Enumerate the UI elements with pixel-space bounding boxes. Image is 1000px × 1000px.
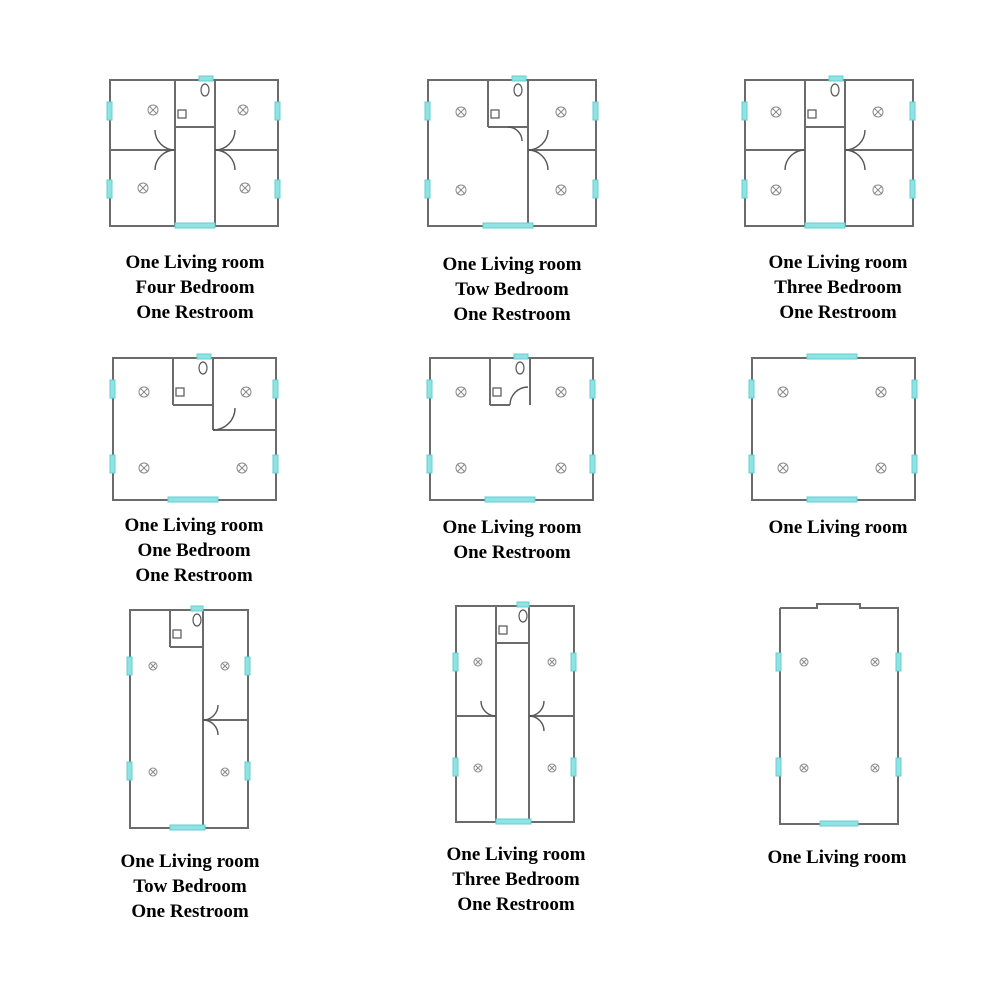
caption-two-bedroom: One Living room Tow Bedroom One Restroom bbox=[412, 252, 612, 327]
caption-line: One Bedroom bbox=[137, 540, 251, 561]
caption-line: One Restroom bbox=[779, 302, 897, 323]
floor-plan-two-bedroom bbox=[423, 72, 603, 232]
caption-four-bedroom: One Living room Four Bedroom One Restroo… bbox=[95, 250, 295, 325]
caption-line: One Living room bbox=[446, 844, 586, 865]
caption-line: One Living room bbox=[442, 254, 582, 275]
floor-plan-two-bedroom-tall bbox=[125, 602, 255, 837]
caption-line: One Living room bbox=[442, 517, 582, 538]
caption-three-bedroom: One Living room Three Bedroom One Restro… bbox=[738, 250, 938, 325]
floor-plan-one-bedroom bbox=[108, 350, 283, 510]
floor-plan-three-bedroom bbox=[740, 72, 920, 232]
caption-line: One Restroom bbox=[136, 302, 254, 323]
floor-plan-living-restroom bbox=[425, 350, 600, 510]
caption-line: One Restroom bbox=[453, 304, 571, 325]
caption-living-restroom: One Living room One Restroom bbox=[412, 515, 612, 565]
caption-two-bedroom-tall: One Living room Tow Bedroom One Restroom bbox=[90, 849, 290, 924]
caption-line: One Living room bbox=[124, 515, 264, 536]
floor-plan-four-bedroom bbox=[105, 72, 285, 232]
caption-line: One Living room bbox=[120, 851, 260, 872]
caption-living-only-tall: One Living room bbox=[737, 845, 937, 870]
floor-plan-living-only-tall bbox=[772, 598, 907, 833]
caption-line: One Living room bbox=[125, 252, 265, 273]
caption-line: Three Bedroom bbox=[774, 277, 902, 298]
caption-line: Tow Bedroom bbox=[133, 876, 247, 897]
caption-line: One Restroom bbox=[453, 542, 571, 563]
floor-plan-three-bedroom-tall bbox=[451, 598, 581, 830]
caption-line: One Living room bbox=[768, 517, 908, 538]
caption-line: Tow Bedroom bbox=[455, 279, 569, 300]
caption-one-bedroom: One Living room One Bedroom One Restroom bbox=[94, 513, 294, 588]
caption-three-bedroom-tall: One Living room Three Bedroom One Restro… bbox=[416, 842, 616, 917]
floor-plan-living-only-square bbox=[747, 350, 922, 510]
caption-line: Four Bedroom bbox=[135, 277, 255, 298]
caption-line: Three Bedroom bbox=[452, 869, 580, 890]
caption-living-only-square: One Living room bbox=[738, 515, 938, 540]
caption-line: One Living room bbox=[768, 252, 908, 273]
caption-line: One Restroom bbox=[457, 894, 575, 915]
caption-line: One Restroom bbox=[135, 565, 253, 586]
caption-line: One Restroom bbox=[131, 901, 249, 922]
caption-line: One Living room bbox=[767, 847, 907, 868]
